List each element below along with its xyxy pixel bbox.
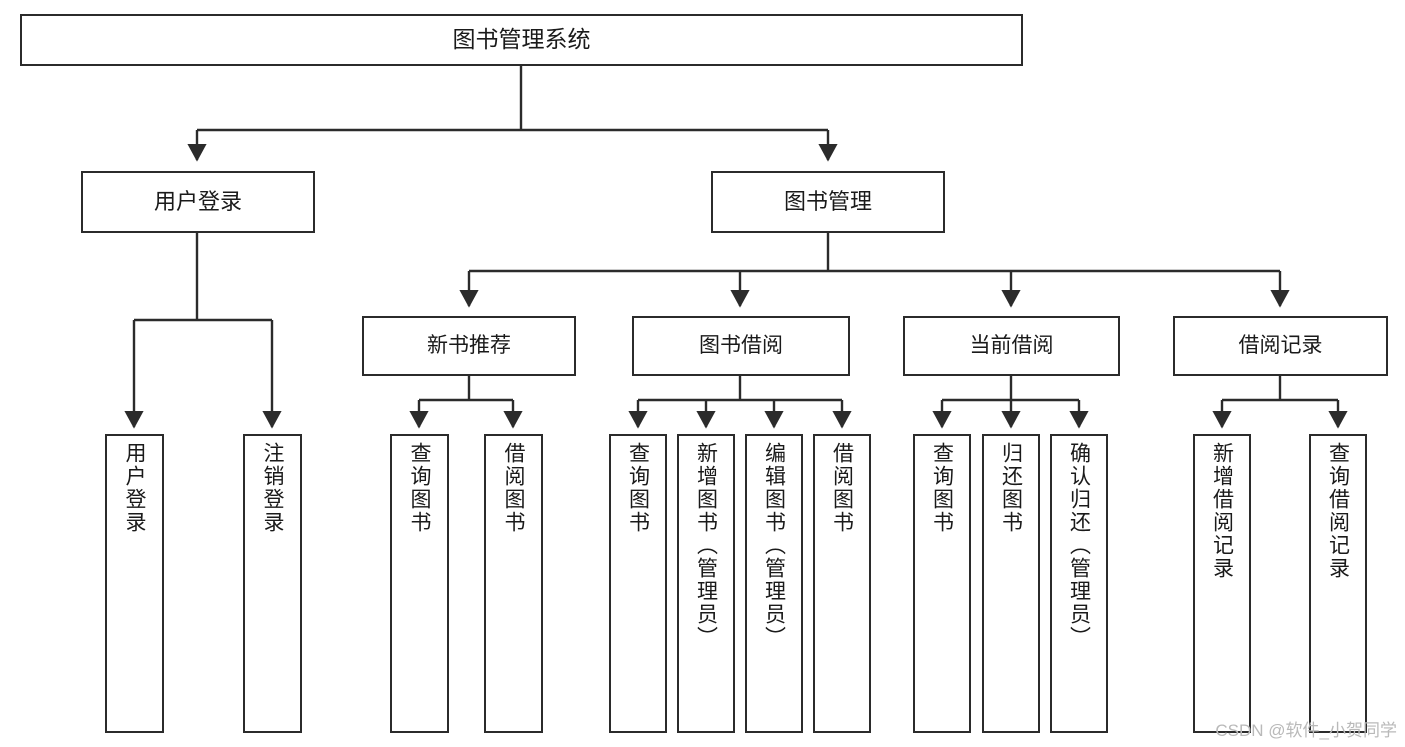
node-label: 查询借阅记录 — [1326, 442, 1350, 580]
node-new-book-recommend[interactable]: 新书推荐 — [362, 316, 576, 376]
node-user-login[interactable]: 用户登录 — [81, 171, 315, 233]
node-label: 查询图书 — [930, 442, 954, 534]
leaf-confirm-return[interactable]: 确认归还（管理员） — [1050, 434, 1108, 733]
leaf-borrow-book[interactable]: 借阅图书 — [813, 434, 871, 733]
node-borrow-record[interactable]: 借阅记录 — [1173, 316, 1388, 376]
node-label: 注销登录 — [261, 442, 284, 534]
node-label: 确认归还（管理员） — [1067, 442, 1091, 649]
node-label: 编辑图书（管理员） — [762, 442, 786, 649]
node-book-borrow[interactable]: 图书借阅 — [632, 316, 850, 376]
node-current-borrow[interactable]: 当前借阅 — [903, 316, 1120, 376]
node-label: 图书借阅 — [699, 333, 783, 357]
node-label: 新增图书（管理员） — [694, 442, 718, 649]
node-book-manage[interactable]: 图书管理 — [711, 171, 945, 233]
node-label: 借阅图书 — [830, 442, 854, 534]
leaf-query-book-borrow[interactable]: 查询图书 — [609, 434, 667, 733]
node-label: 用户登录 — [123, 442, 146, 534]
leaf-query-borrow-record[interactable]: 查询借阅记录 — [1309, 434, 1367, 733]
node-label: 新书推荐 — [427, 333, 511, 357]
node-label: 当前借阅 — [969, 333, 1054, 357]
node-label: 查询图书 — [626, 442, 650, 534]
node-label: 查询图书 — [408, 442, 431, 534]
leaf-logout[interactable]: 注销登录 — [243, 434, 302, 733]
node-label: 图书管理系统 — [452, 26, 591, 53]
leaf-add-borrow-record[interactable]: 新增借阅记录 — [1193, 434, 1251, 733]
leaf-edit-book[interactable]: 编辑图书（管理员） — [745, 434, 803, 733]
leaf-return-book[interactable]: 归还图书 — [982, 434, 1040, 733]
leaf-user-login[interactable]: 用户登录 — [105, 434, 164, 733]
node-label: 新增借阅记录 — [1210, 442, 1234, 580]
node-root-book-management-system[interactable]: 图书管理系统 — [20, 14, 1023, 66]
leaf-add-book[interactable]: 新增图书（管理员） — [677, 434, 735, 733]
node-label: 图书管理 — [783, 189, 872, 215]
leaf-query-book-recommend[interactable]: 查询图书 — [390, 434, 449, 733]
leaf-borrow-book-recommend[interactable]: 借阅图书 — [484, 434, 543, 733]
node-label: 借阅记录 — [1238, 333, 1323, 357]
node-label: 借阅图书 — [502, 442, 525, 534]
node-label: 用户登录 — [153, 189, 242, 215]
node-label: 归还图书 — [999, 442, 1023, 534]
leaf-query-book-current[interactable]: 查询图书 — [913, 434, 971, 733]
